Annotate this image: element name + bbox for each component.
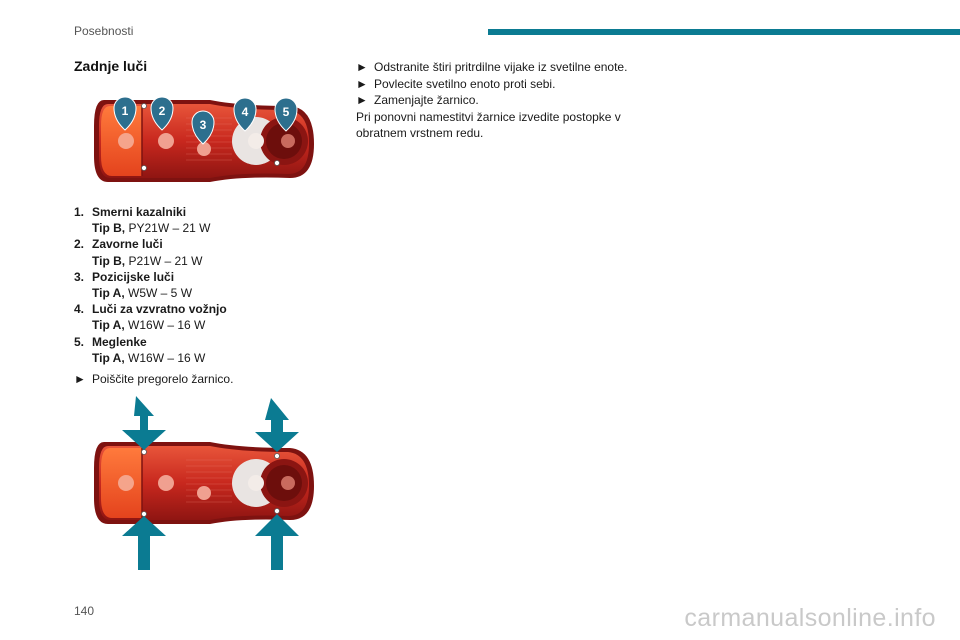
instructions-column: ► Odstranite štiri pritrdilne vijake iz s… <box>356 59 636 142</box>
step-text: Poiščite pregorelo žarnico. <box>92 372 234 386</box>
bulb-number: 2. <box>74 237 85 252</box>
header-accent-bar <box>488 29 960 35</box>
bulb-number: 4. <box>74 302 85 317</box>
list-item: 2. Zavorne luči Tip B, P21W – 21 W <box>74 236 227 268</box>
list-item: 3. Pozicijske luči Tip A, W5W – 5 W <box>74 269 227 301</box>
tail-lamp-body <box>94 442 314 524</box>
bulb-number: 5. <box>74 334 85 349</box>
bulb-type: Tip B, <box>92 253 126 268</box>
step-arrow-icon: ► <box>356 76 368 91</box>
step-pull-unit: ► Povlecite svetilno enoto proti sebi. <box>356 76 636 93</box>
bulb-name: Luči za vzvratno vožnjo <box>92 302 227 317</box>
bulb-type: Tip A, <box>92 286 125 301</box>
bulb-name: Pozicijske luči <box>92 269 175 284</box>
step-replace-bulb: ► Zamenjajte žarnico. <box>356 92 636 109</box>
step-arrow-icon: ► <box>74 372 86 386</box>
list-item: 1. Smerni kazalniki Tip B, PY21W – 21 W <box>74 204 227 236</box>
bulb-number: 3. <box>74 269 85 284</box>
running-head: Posebnosti <box>74 24 134 38</box>
step-text: Odstranite štiri pritrdilne vijake iz sv… <box>374 60 628 74</box>
bulb-type: Tip A, <box>92 350 125 365</box>
step-arrow-icon: ► <box>356 60 368 74</box>
step-locate-bulb: ► Poiščite pregorelo žarnico. <box>74 371 233 388</box>
rear-lamp-figure-screws <box>94 396 314 570</box>
rear-lamp-figure-numbered: 1 2 3 4 5 <box>94 96 314 182</box>
tail-lamp-body <box>94 100 314 182</box>
arrow-down-icon <box>255 398 299 452</box>
callout-4-label: 4 <box>242 105 249 119</box>
page-number: 140 <box>74 604 95 618</box>
arrow-down-icon <box>122 396 166 450</box>
bulb-spec: W5W – 5 W <box>128 286 193 301</box>
bulb-type: Tip B, <box>92 221 126 236</box>
section-title: Zadnje luči <box>74 58 148 74</box>
bulb-name: Meglenke <box>92 334 147 349</box>
reassembly-note: Pri ponovni namestitvi žarnice izvedite … <box>356 109 621 141</box>
bulb-spec: PY21W – 21 W <box>128 221 211 236</box>
callout-1-label: 1 <box>122 104 129 118</box>
step-remove-screws: ► Odstranite štiri pritrdilne vijake iz s… <box>356 59 636 76</box>
list-item: 5. Meglenke Tip A, W16W – 16 W <box>74 334 227 366</box>
bulb-type: Tip A, <box>92 318 125 333</box>
callout-1: 1 <box>113 96 137 131</box>
bulb-name: Zavorne luči <box>92 237 163 252</box>
callout-5: 5 <box>274 97 298 132</box>
step-arrow-icon: ► <box>356 93 368 108</box>
bulb-spec: W16W – 16 W <box>128 318 206 333</box>
bulb-number: 1. <box>74 205 85 219</box>
callout-3: 3 <box>191 110 215 145</box>
watermark: carmanualsonline.info <box>684 604 936 632</box>
step-text: Povlecite svetilno enoto proti sebi. <box>374 76 556 91</box>
list-item: 4. Luči za vzvratno vožnjo Tip A, W16W – … <box>74 301 227 333</box>
bulb-spec: W16W – 16 W <box>128 350 206 365</box>
callout-2: 2 <box>150 96 174 131</box>
bulb-spec: P21W – 21 W <box>128 253 203 268</box>
callout-4: 4 <box>233 97 257 132</box>
arrow-up-icon <box>255 514 299 570</box>
bulb-list: 1. Smerni kazalniki Tip B, PY21W – 21 W 2… <box>74 204 227 366</box>
arrow-up-icon <box>122 516 166 570</box>
callout-5-label: 5 <box>283 105 290 119</box>
bulb-name: Smerni kazalniki <box>92 205 187 219</box>
callout-3-label: 3 <box>200 118 207 132</box>
step-text: Zamenjajte žarnico. <box>374 93 479 108</box>
callout-2-label: 2 <box>159 104 166 118</box>
